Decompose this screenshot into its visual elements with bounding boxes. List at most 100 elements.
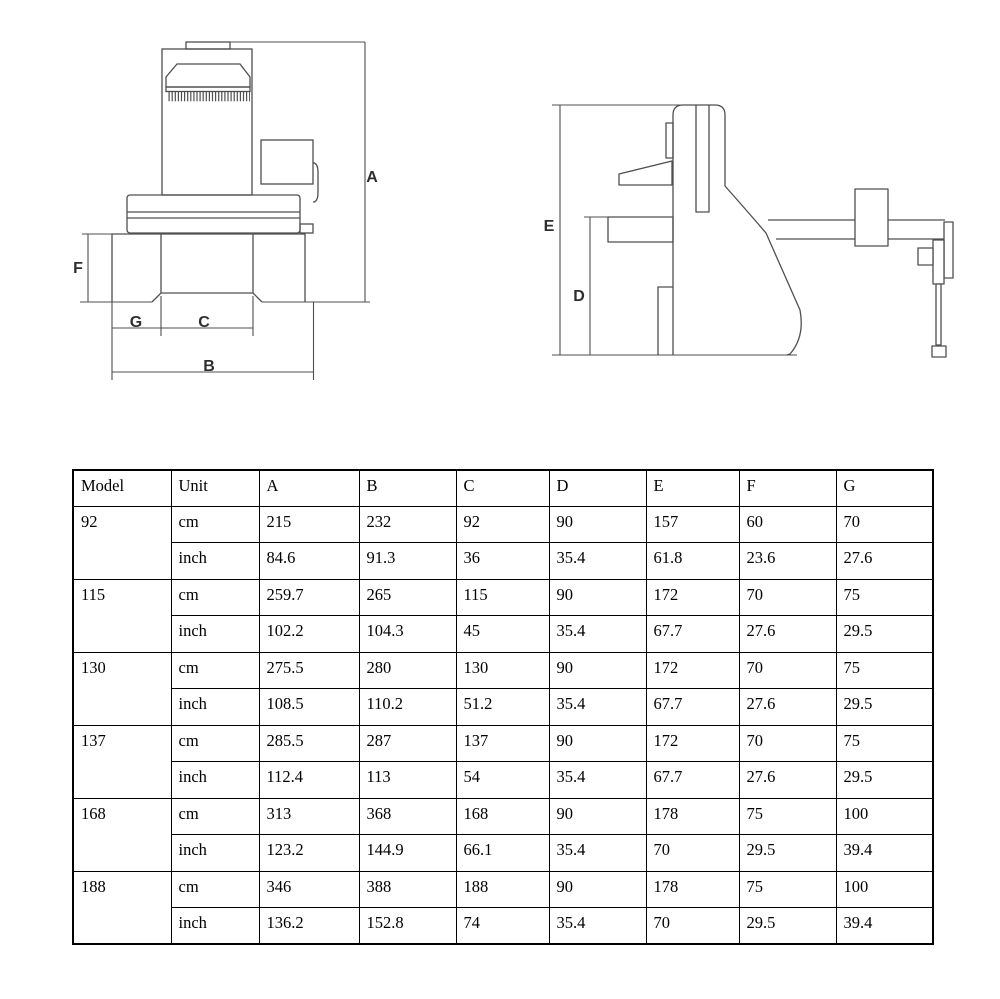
value-cell: 104.3 xyxy=(358,615,457,653)
base-notch xyxy=(151,292,263,303)
value-cell: 90 xyxy=(548,724,647,762)
dim-label-f: F xyxy=(73,260,83,277)
value-cell: 27.6 xyxy=(738,688,837,726)
value-cell: 287 xyxy=(358,724,457,762)
table-row: inch 102.2 104.3 45 35.4 67.7 27.6 29.5 xyxy=(73,615,934,653)
value-cell: 84.6 xyxy=(258,542,360,580)
front-view-dimensions xyxy=(80,41,370,380)
value-cell: 35.4 xyxy=(548,761,647,799)
value-cell: 90 xyxy=(548,578,647,616)
value-cell: 23.6 xyxy=(738,542,837,580)
unit-cell: cm xyxy=(170,651,260,689)
value-cell: 172 xyxy=(645,578,740,616)
value-cell: 75 xyxy=(738,797,837,835)
motor-box xyxy=(260,139,314,185)
value-cell: 67.7 xyxy=(645,615,740,653)
header-f: F xyxy=(738,469,837,507)
column-strip xyxy=(665,122,674,159)
value-cell: 75 xyxy=(738,870,837,908)
table-row: inch 108.5 110.2 51.2 35.4 67.7 27.6 29.… xyxy=(73,688,934,726)
value-cell: 102.2 xyxy=(258,615,360,653)
value-cell: 368 xyxy=(358,797,457,835)
value-cell: 61.8 xyxy=(645,542,740,580)
carriage-block xyxy=(854,188,889,247)
dim-label-g: G xyxy=(130,314,142,331)
value-cell: 27.6 xyxy=(738,615,837,653)
head-bar xyxy=(165,86,251,93)
base-block xyxy=(111,233,306,302)
wedge-bracket xyxy=(618,160,673,186)
value-cell: 70 xyxy=(738,724,837,762)
end-bar xyxy=(932,239,945,285)
value-cell: 108.5 xyxy=(258,688,360,726)
value-cell: 35.4 xyxy=(548,834,647,872)
dim-label-a: A xyxy=(366,169,378,186)
header-unit: Unit xyxy=(170,469,260,507)
unit-cell: inch xyxy=(170,542,260,580)
table-row: 188 cm 346 388 188 90 178 75 100 xyxy=(72,870,934,945)
value-cell: 90 xyxy=(548,505,647,543)
model-cell: 137 xyxy=(72,724,172,799)
value-cell: 136.2 xyxy=(258,907,360,945)
table-row: 92 cm 215 232 92 90 157 60 70 xyxy=(72,505,934,580)
header-model: Model xyxy=(72,469,172,507)
head-block xyxy=(165,63,251,88)
value-cell: 70 xyxy=(645,907,740,945)
unit-cell: cm xyxy=(170,724,260,762)
value-cell: 29.5 xyxy=(738,907,837,945)
value-cell: 90 xyxy=(548,651,647,689)
dim-label-b: B xyxy=(203,358,215,375)
unit-cell: cm xyxy=(170,505,260,543)
value-cell: 91.3 xyxy=(358,542,457,580)
header-b: B xyxy=(358,469,457,507)
column-slot xyxy=(695,105,710,213)
value-cell: 75 xyxy=(835,724,934,762)
header-c: C xyxy=(455,469,550,507)
table-row: inch 84.6 91.3 36 35.4 61.8 23.6 27.6 xyxy=(73,542,934,580)
dim-label-d: D xyxy=(573,288,585,305)
mast-column xyxy=(161,48,253,196)
value-cell: 29.5 xyxy=(835,615,934,653)
end-handle xyxy=(917,247,934,266)
value-cell: 172 xyxy=(645,651,740,689)
model-cell: 168 xyxy=(72,797,172,872)
value-cell: 172 xyxy=(645,724,740,762)
value-cell: 113 xyxy=(358,761,457,799)
table-row: 130 cm 275.5 280 130 90 172 70 75 xyxy=(72,651,934,726)
value-cell: 178 xyxy=(645,870,740,908)
value-cell: 27.6 xyxy=(835,542,934,580)
value-cell: 29.5 xyxy=(835,688,934,726)
value-cell: 130 xyxy=(455,651,550,689)
value-cell: 70 xyxy=(738,651,837,689)
value-cell: 51.2 xyxy=(455,688,550,726)
unit-cell: inch xyxy=(170,907,260,945)
header-a: A xyxy=(258,469,360,507)
value-cell: 92 xyxy=(455,505,550,543)
unit-cell: cm xyxy=(170,578,260,616)
mast-top-box xyxy=(185,41,231,50)
technical-drawings: A F G C B E D xyxy=(0,0,1000,440)
value-cell: 60 xyxy=(738,505,837,543)
header-row: Model Unit A B C D E F G xyxy=(72,469,934,507)
value-cell: 178 xyxy=(645,797,740,835)
model-cell: 115 xyxy=(72,578,172,653)
value-cell: 285.5 xyxy=(258,724,360,762)
value-cell: 74 xyxy=(455,907,550,945)
value-cell: 27.6 xyxy=(738,761,837,799)
value-cell: 67.7 xyxy=(645,688,740,726)
side-view-dimensions xyxy=(552,104,797,356)
value-cell: 54 xyxy=(455,761,550,799)
value-cell: 265 xyxy=(358,578,457,616)
value-cell: 70 xyxy=(645,834,740,872)
value-cell: 67.7 xyxy=(645,761,740,799)
side-view-drawing xyxy=(607,104,954,358)
value-cell: 168 xyxy=(455,797,550,835)
value-cell: 45 xyxy=(455,615,550,653)
cross-beam xyxy=(126,194,301,234)
table-row: 137 cm 285.5 287 137 90 172 70 75 xyxy=(72,724,934,799)
value-cell: 346 xyxy=(258,870,360,908)
table-row: inch 112.4 113 54 35.4 67.7 27.6 29.5 xyxy=(73,761,934,799)
unit-cell: cm xyxy=(170,797,260,835)
table-row: inch 136.2 152.8 74 35.4 70 29.5 39.4 xyxy=(73,907,934,945)
value-cell: 70 xyxy=(738,578,837,616)
